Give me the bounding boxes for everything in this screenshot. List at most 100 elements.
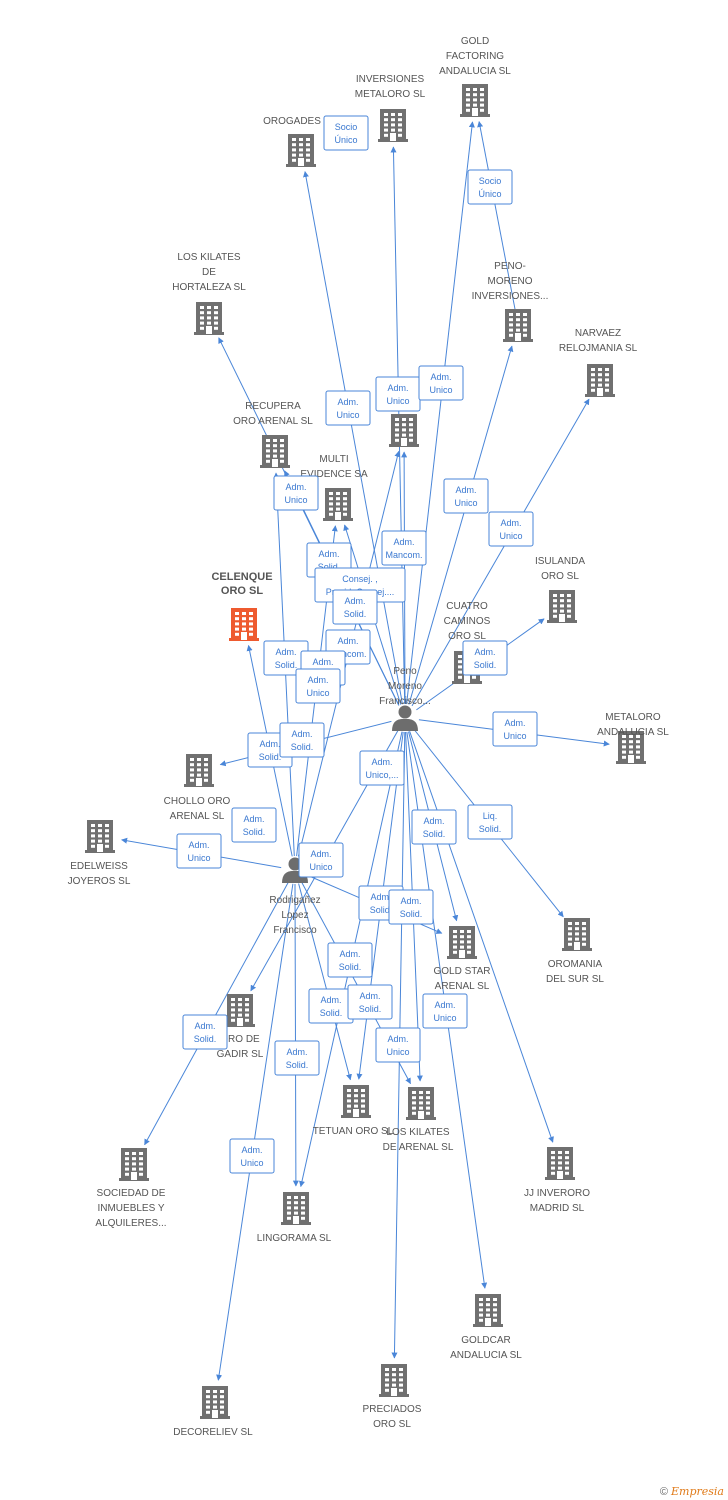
relation-tag[interactable]: Adm.Solid. bbox=[274, 1040, 320, 1076]
company-node-decoreliev[interactable]: DECORELIEV SL bbox=[173, 1386, 253, 1438]
relation-tag-text: Unico bbox=[309, 862, 332, 872]
relation-tag[interactable]: Adm.Unico bbox=[488, 511, 534, 547]
relation-tag-text: Adm. bbox=[337, 397, 358, 407]
relation-tag[interactable]: Liq.Solid. bbox=[467, 804, 513, 840]
building-icon bbox=[406, 1087, 436, 1120]
relation-tag[interactable]: Adm. Solid. bbox=[462, 640, 508, 676]
company-node-tetuan[interactable]: TETUAN ORO SL bbox=[313, 1085, 394, 1137]
relation-tag[interactable]: Adm.Solid. bbox=[327, 942, 373, 978]
edge-rodriganez-decoreliev bbox=[216, 883, 294, 1381]
company-node-lingorama[interactable]: LINGORAMA SL bbox=[257, 1192, 332, 1244]
relation-tag[interactable]: Adm.Unico bbox=[443, 478, 489, 514]
company-label: LINGORAMA SL bbox=[257, 1233, 332, 1244]
building-icon bbox=[460, 84, 490, 117]
relation-tag[interactable]: Adm.Unico,... bbox=[359, 750, 405, 786]
relation-tag[interactable]: Adm.Solid. bbox=[182, 1014, 228, 1050]
relation-tag[interactable]: Adm.Solid. bbox=[411, 809, 457, 845]
relation-tag-text: Adm. bbox=[243, 814, 264, 824]
relation-tag-text: Adm. bbox=[371, 757, 392, 767]
building-icon bbox=[184, 754, 214, 787]
edge-peno-orogades bbox=[303, 171, 403, 705]
relation-tag[interactable]: Adm.Unico bbox=[418, 365, 464, 401]
tags-layer: SocioÚnicoSocioÚnicoAdm.UnicoAdm.UnicoAd… bbox=[176, 115, 538, 1174]
company-label: TETUAN ORO SL bbox=[313, 1126, 394, 1137]
relation-tag[interactable]: Adm.Solid. bbox=[332, 589, 378, 625]
edge-peno-peno_moreno_inv bbox=[408, 345, 514, 705]
relation-tag-text: Adm. bbox=[344, 596, 365, 606]
company-label: DECORELIEV SL bbox=[173, 1427, 253, 1438]
relation-tag-text: Adm. bbox=[474, 647, 495, 657]
relation-tag-text: Unico bbox=[499, 531, 522, 541]
relation-tag-text: Adm. bbox=[312, 657, 333, 667]
relation-tag-text: Adm. bbox=[337, 636, 358, 646]
relation-tag-text: Unico bbox=[187, 853, 210, 863]
relation-tag-text: Adm. bbox=[423, 816, 444, 826]
relation-tag-text: Solid. bbox=[474, 660, 497, 670]
relation-tag[interactable]: Adm.Unico bbox=[492, 711, 538, 747]
relation-tag[interactable]: Adm.Mancom. bbox=[381, 530, 427, 566]
relation-tag[interactable]: Adm.Unico bbox=[375, 1027, 421, 1063]
relation-tag-text: Unico bbox=[433, 1013, 456, 1023]
relation-tag[interactable]: Adm.Unico bbox=[375, 376, 421, 412]
building-icon bbox=[616, 731, 646, 764]
edge-rodriganez-tetuan bbox=[298, 883, 352, 1081]
relation-tag-text: Solid. bbox=[318, 562, 341, 572]
relation-tag[interactable]: Adm.Unico bbox=[229, 1138, 275, 1174]
edge-rodriganez-lingorama bbox=[292, 883, 299, 1187]
relation-tag[interactable]: Adm.Solid. bbox=[308, 988, 354, 1024]
relation-tag[interactable]: Adm.Unico bbox=[176, 833, 222, 869]
relation-tag[interactable]: Adm.Unico bbox=[295, 668, 341, 704]
relation-tag[interactable]: Adm.Unico bbox=[325, 390, 371, 426]
person-icon bbox=[282, 857, 308, 883]
company-node-orogades[interactable]: OROGADES bbox=[263, 116, 321, 167]
brand-logo: Empresia bbox=[671, 1485, 724, 1498]
building-icon bbox=[378, 109, 408, 142]
relation-tag[interactable]: Adm.Unico bbox=[298, 842, 344, 878]
relation-tag[interactable]: Adm.Solid. bbox=[231, 807, 277, 843]
building-icon bbox=[389, 414, 419, 447]
relation-tag-text: Adm. bbox=[275, 647, 296, 657]
building-icon bbox=[225, 994, 255, 1027]
relation-tag[interactable]: Adm.Solid. bbox=[347, 984, 393, 1020]
relation-tag[interactable]: Adm.Unico bbox=[273, 475, 319, 511]
relation-tag[interactable]: Adm.Solid. bbox=[388, 889, 434, 925]
relation-tag-text: Solid. bbox=[291, 742, 314, 752]
relation-tag-text: Socio bbox=[479, 176, 502, 186]
relation-tag[interactable]: Adm.Unico bbox=[422, 993, 468, 1029]
relation-tag-text: Solid. bbox=[194, 1034, 217, 1044]
relation-tag[interactable]: Adm.Solid. bbox=[279, 722, 325, 758]
relation-tag-text: Unico bbox=[386, 1047, 409, 1057]
